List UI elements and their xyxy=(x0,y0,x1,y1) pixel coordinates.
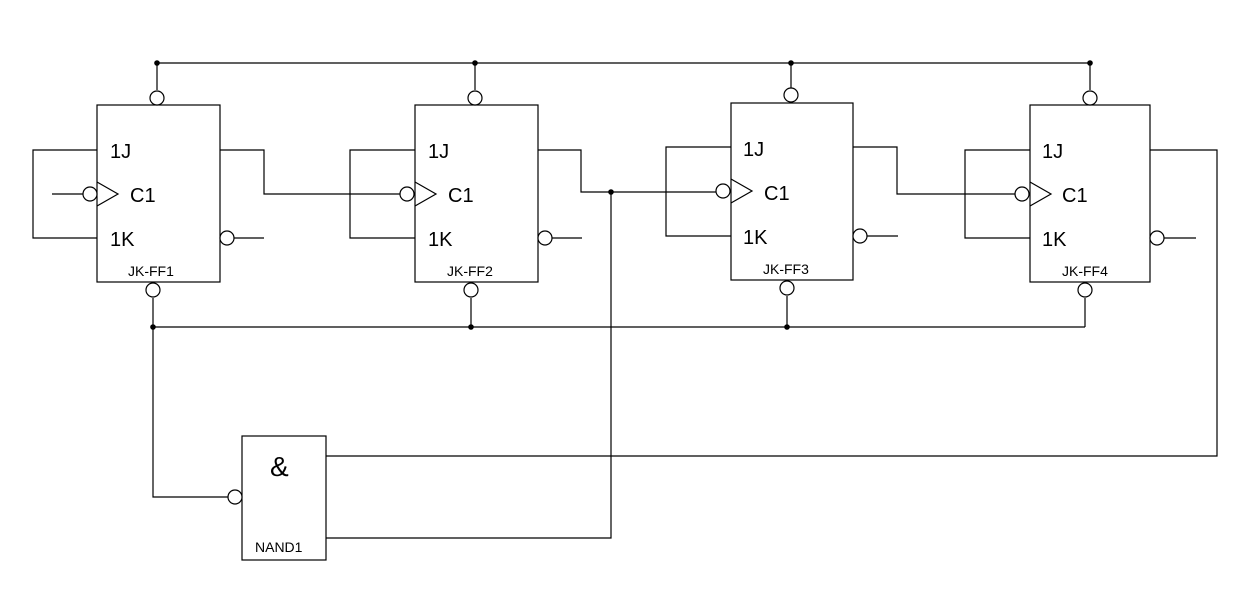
bottom-bus xyxy=(150,296,1086,330)
ff3-name: JK-FF3 xyxy=(763,261,809,277)
ff3-c-label: C1 xyxy=(764,183,790,205)
ff2-j-label: 1J xyxy=(428,141,449,163)
ff4-k-label: 1K xyxy=(1042,229,1067,251)
ff1-c-label: C1 xyxy=(130,185,156,207)
flip-flop-4: 1J C1 1K JK-FF4 xyxy=(964,90,1196,298)
top-bus xyxy=(154,60,1093,90)
flip-flop-2: 1J C1 1K JK-FF2 xyxy=(349,90,582,298)
nand-gate: & NAND1 xyxy=(227,435,327,561)
stage-wiring xyxy=(152,146,1218,539)
ff4-c-label: C1 xyxy=(1062,185,1088,207)
ff2-c-label: C1 xyxy=(448,185,474,207)
ff2-name: JK-FF2 xyxy=(447,263,493,279)
ff1-j-label: 1J xyxy=(110,141,131,163)
ff4-j-label: 1J xyxy=(1042,141,1063,163)
ff2-k-label: 1K xyxy=(428,229,453,251)
ff3-j-label: 1J xyxy=(743,139,764,161)
ff1-name: JK-FF1 xyxy=(128,263,174,279)
ff1-k-label: 1K xyxy=(110,229,135,251)
flip-flop-1: 1J C1 1K JK-FF1 xyxy=(32,90,264,298)
nand-name: NAND1 xyxy=(255,539,303,555)
ff3-k-label: 1K xyxy=(743,227,768,249)
ff4-name: JK-FF4 xyxy=(1062,263,1108,279)
nand-symbol: & xyxy=(270,451,289,482)
